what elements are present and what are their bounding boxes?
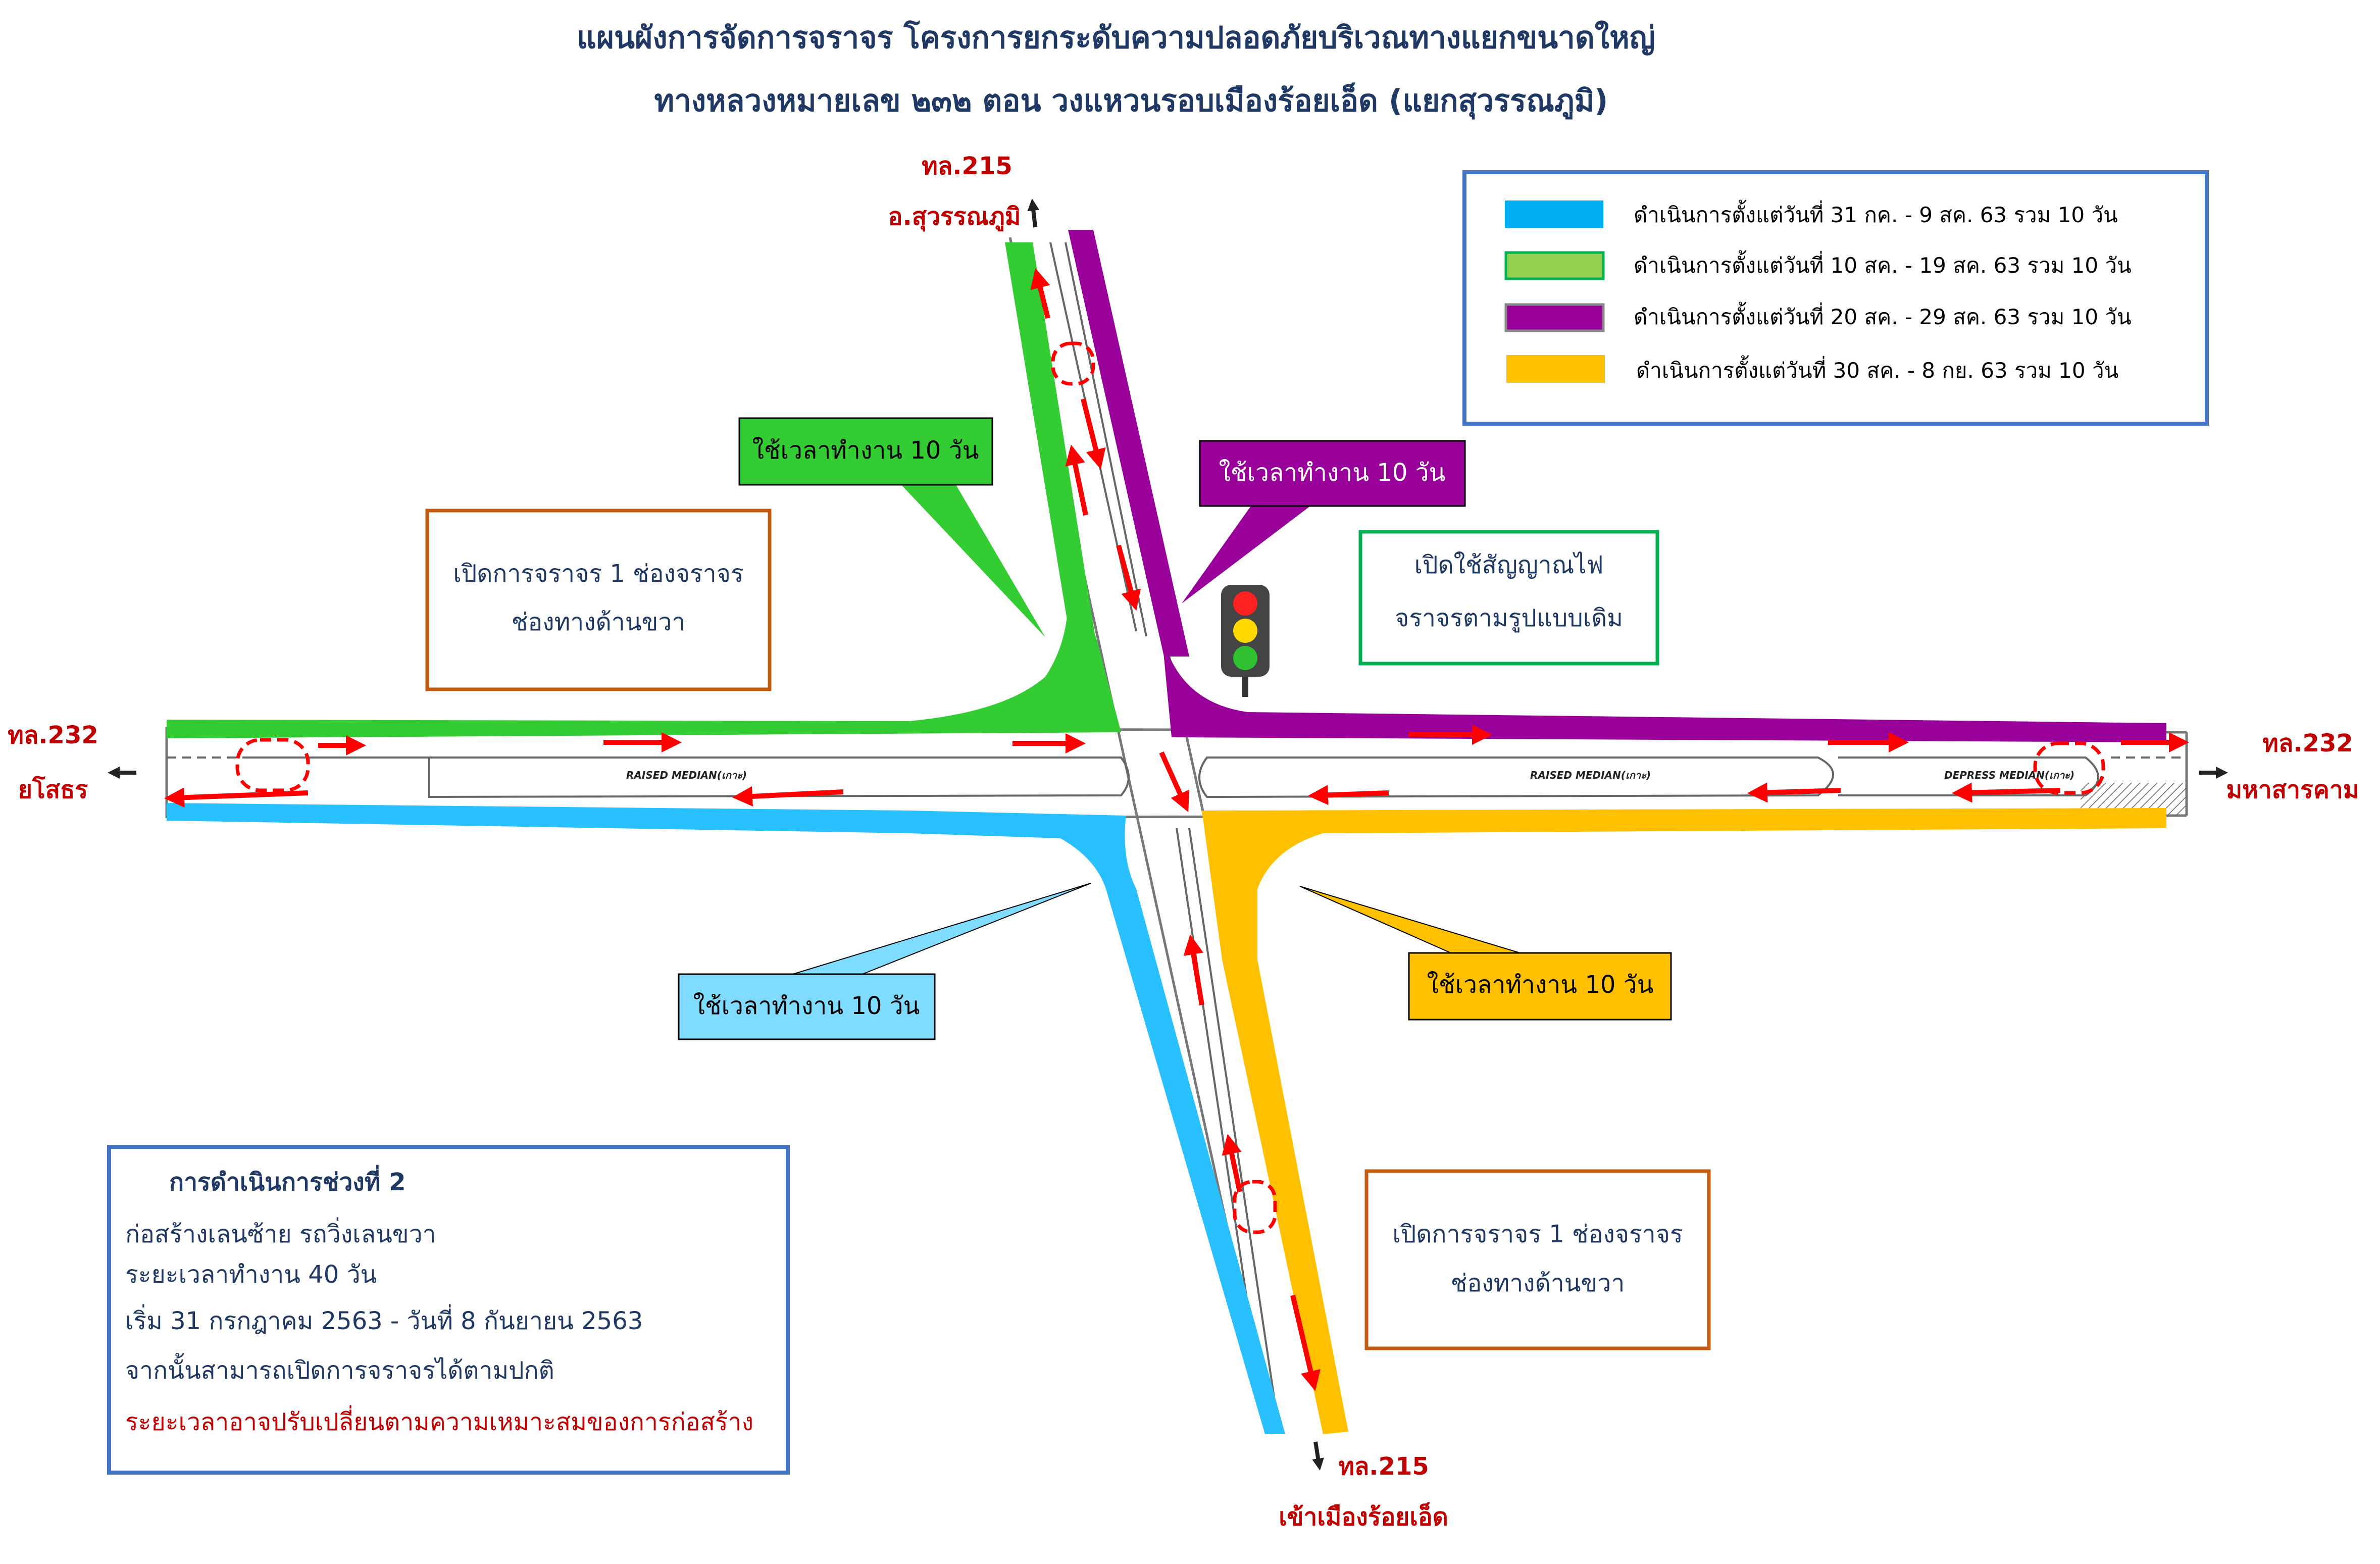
route-east-number: ทล.232 — [2262, 729, 2353, 758]
band-purple — [1068, 230, 2166, 742]
route-north-destination: อ.สุวรรณภูมิ — [888, 203, 1021, 232]
info-heading: การดำเนินการช่วงที่ 2 — [169, 1165, 406, 1196]
arrow-left — [1747, 782, 1841, 803]
arrow-left — [732, 786, 844, 806]
info-line: ก่อสร้างเลนซ้าย รถวิ่งเลนขวา — [125, 1217, 436, 1248]
route-west-number: ทล.232 — [8, 721, 98, 749]
legend-swatch-green — [1504, 251, 1605, 280]
callout-purple-text: ใช้เวลาทำงาน 10 วัน — [1219, 459, 1446, 487]
legend-swatch-purple — [1504, 303, 1605, 332]
route-south-destination: เข้าเมืองร้อยเอ็ด — [1279, 1502, 1448, 1531]
callout-purple: ใช้เวลาทำงาน 10 วัน — [1182, 440, 1466, 603]
median-label-west: RAISED MEDIAN(เกาะ) — [626, 769, 747, 781]
legend-swatch-blue — [1505, 200, 1603, 228]
legend-item-2: ดำเนินการตั้งแต่วันที่ 10 สค. - 19 สค. 6… — [1634, 250, 2132, 278]
arrow-up — [1222, 1134, 1242, 1193]
note-left: เปิดการจราจร 1 ช่องจราจร ช่องทางด้านขวา — [425, 509, 772, 691]
info-warning: ระยะเวลาอาจปรับเปลี่ยนตามความเหมาะสมของก… — [125, 1405, 753, 1436]
callout-blue: ใช้เวลาทำงาน 10 วัน — [678, 883, 1091, 1040]
legend-item-4: ดำเนินการตั้งแต่วันที่ 30 สค. - 8 กย. 63… — [1636, 355, 2118, 383]
note-right-line-2: ช่องทางด้านขวา — [1451, 1269, 1625, 1297]
arrow-up — [1065, 444, 1088, 516]
traffic-light-icon — [1221, 585, 1270, 697]
legend-swatch-yellow — [1506, 355, 1605, 383]
route-east-destination: มหาสารคาม — [2226, 776, 2359, 804]
info-line: จากนั้นสามารถเปิดการจราจรได้ตามปกติ — [125, 1353, 554, 1385]
road-end-arrows — [108, 198, 2228, 1471]
median-label-depressed: DEPRESS MEDIAN(เกาะ) — [1944, 769, 2074, 781]
route-west-destination: ยโสธร — [18, 775, 88, 804]
title-line-2: ทางหลวงหมายเลข ๒๓๒ ตอน วงแหวนรอบเมืองร้อ… — [654, 82, 1608, 120]
arrow-down — [1081, 398, 1106, 470]
arrow-left — [1308, 785, 1389, 805]
arrow-left — [1952, 782, 2061, 803]
note-signal-line-1: เปิดใช้สัญญาณไฟ — [1414, 551, 1604, 579]
arrow-left — [164, 787, 309, 808]
arrow-up — [1030, 268, 1050, 319]
legend: ดำเนินการตั้งแต่วันที่ 31 กค. - 9 สค. 63… — [1462, 170, 2209, 426]
callout-yellow: ใช้เวลาทำงาน 10 วัน — [1299, 886, 1672, 1021]
arrow-down — [1290, 1294, 1321, 1391]
callout-yellow-text: ใช้เวลาทำงาน 10 วัน — [1427, 971, 1654, 999]
route-south-number: ทล.215 — [1338, 1452, 1429, 1481]
band-green — [167, 242, 1121, 738]
callout-green-text: ใช้เวลาทำงาน 10 วัน — [752, 436, 979, 465]
median-label-east: RAISED MEDIAN(เกาะ) — [1530, 769, 1651, 781]
info-line: เริ่ม 31 กรกฎาคม 2563 - วันที่ 8 กันยายน… — [125, 1304, 643, 1335]
info-box: การดำเนินการช่วงที่ 2 ก่อสร้างเลนซ้าย รถ… — [107, 1145, 790, 1475]
note-right-line-1: เปิดการจราจร 1 ช่องจราจร — [1392, 1220, 1683, 1248]
callout-blue-text: ใช้เวลาทำงาน 10 วัน — [693, 992, 920, 1020]
note-signal-line-2: จราจรตามรูปแบบเดิม — [1395, 604, 1623, 633]
note-left-line-1: เปิดการจราจร 1 ช่องจราจร — [453, 560, 743, 588]
route-north-number: ทล.215 — [922, 152, 1012, 180]
note-left-line-2: ช่องทางด้านขวา — [512, 608, 686, 636]
info-line: ระยะเวลาทำงาน 40 วัน — [125, 1260, 377, 1289]
legend-item-3: ดำเนินการตั้งแต่วันที่ 20 สค. - 29 สค. 6… — [1634, 301, 2132, 329]
legend-item-1: ดำเนินการตั้งแต่วันที่ 31 กค. - 9 สค. 63… — [1634, 199, 2118, 227]
arrow-down — [1159, 751, 1190, 813]
note-signal: เปิดใช้สัญญาณไฟ จราจรตามรูปแบบเดิม — [1358, 530, 1659, 666]
note-right: เปิดการจราจร 1 ช่องจราจร ช่องทางด้านขวา — [1364, 1169, 1711, 1350]
u-turn-loops — [235, 341, 2105, 1234]
traffic-direction-arrows — [164, 268, 2189, 1391]
title-line-1: แผนผังการจัดการจราจร โครงการยกระดับความป… — [577, 20, 1655, 56]
arrow-up — [1183, 934, 1204, 1005]
arrow-down — [1116, 544, 1141, 611]
callout-green: ใช้เวลาทำงาน 10 วัน — [738, 417, 1045, 637]
